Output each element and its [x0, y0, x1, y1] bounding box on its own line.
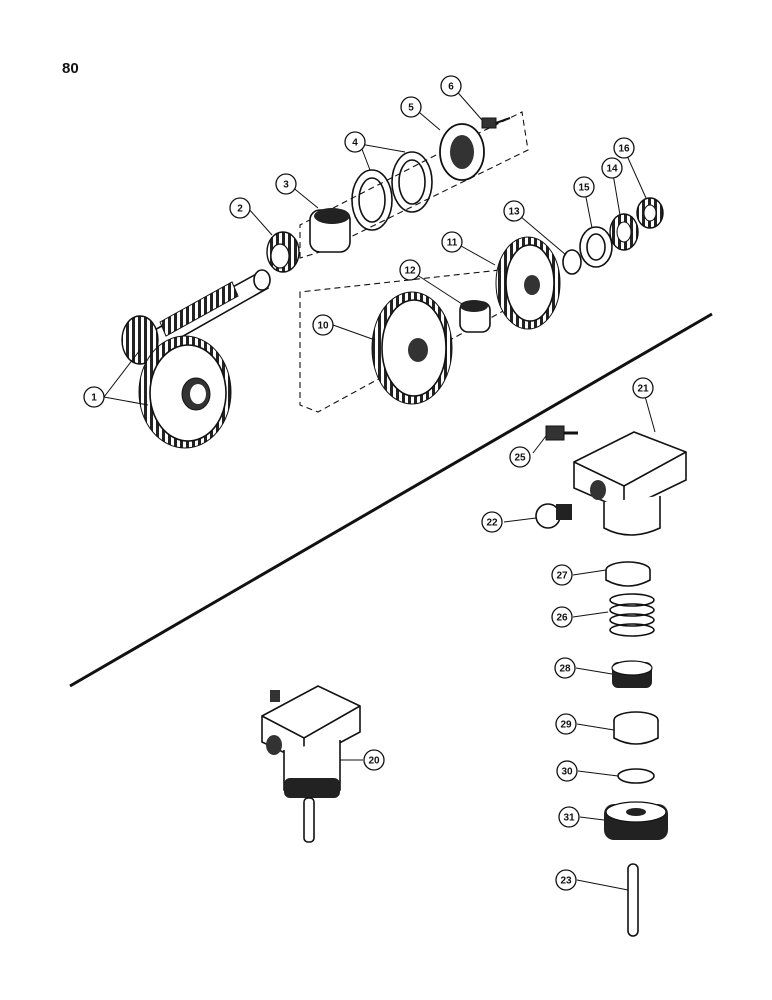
part-15-bearing-cup — [579, 226, 613, 268]
callout: 3 — [275, 173, 297, 195]
callout: 13 — [503, 200, 525, 222]
page-number: 80 — [62, 60, 79, 77]
part-22-plug — [535, 503, 572, 529]
callout: 15 — [573, 176, 595, 198]
callout: 11 — [441, 231, 463, 253]
svg-text:23: 23 — [560, 876, 572, 887]
part-26-spring — [609, 593, 655, 637]
callout: 21 — [632, 377, 654, 399]
part-11-medium-gear — [495, 236, 561, 330]
svg-text:2: 2 — [237, 204, 243, 215]
svg-text:10: 10 — [317, 321, 329, 332]
callouts: 1 2 3 4 5 6 10 11 12 13 14 15 16 21 25 2… — [83, 75, 654, 891]
callout: 27 — [551, 564, 573, 586]
part-21-valve-body — [573, 431, 687, 536]
callout: 31 — [558, 806, 580, 828]
part-12-bushing — [459, 300, 491, 333]
callout: 14 — [601, 157, 623, 179]
svg-text:3: 3 — [283, 180, 289, 191]
svg-text:30: 30 — [561, 767, 573, 778]
part-25-fitting — [545, 425, 578, 441]
part-28-bearing — [611, 660, 653, 688]
part-14-bearing-cone — [609, 213, 639, 251]
section-divider — [69, 312, 713, 688]
callout: 26 — [551, 606, 573, 628]
part-1-shaft-and-gear — [121, 269, 271, 449]
svg-text:26: 26 — [556, 613, 568, 624]
callout: 29 — [555, 713, 577, 735]
part-23-pin — [627, 863, 639, 937]
part-3-bearing-cup — [309, 208, 351, 253]
svg-text:22: 22 — [486, 518, 498, 529]
part-29-cup — [613, 711, 659, 745]
svg-text:28: 28 — [559, 664, 571, 675]
callout: 10 — [312, 314, 334, 336]
svg-text:6: 6 — [448, 82, 454, 93]
part-4-shims — [351, 151, 433, 231]
part-6-capscrew — [481, 117, 511, 129]
part-31-bearing — [604, 801, 668, 840]
svg-text:11: 11 — [447, 238, 458, 249]
svg-text:12: 12 — [404, 266, 416, 277]
svg-text:1: 1 — [91, 393, 97, 404]
svg-text:4: 4 — [352, 138, 358, 149]
svg-text:15: 15 — [578, 183, 590, 194]
callout: 25 — [509, 446, 531, 468]
callout: 16 — [613, 137, 635, 159]
svg-text:16: 16 — [618, 144, 630, 155]
callout: 12 — [399, 259, 421, 281]
callout: 2 — [229, 197, 251, 219]
svg-text:25: 25 — [514, 453, 526, 464]
callout: 5 — [400, 96, 422, 118]
svg-text:29: 29 — [560, 720, 572, 731]
svg-text:20: 20 — [368, 756, 380, 767]
svg-text:31: 31 — [563, 813, 575, 824]
callout: 6 — [440, 75, 462, 97]
svg-text:21: 21 — [637, 384, 649, 395]
part-27-cap — [605, 561, 651, 587]
callout: 20 — [363, 749, 385, 771]
callout: 1 — [83, 386, 105, 408]
callout: 23 — [555, 869, 577, 891]
part-20-valve-assembly — [261, 685, 361, 843]
svg-text:5: 5 — [408, 103, 414, 114]
callout: 22 — [481, 511, 503, 533]
part-2-bearing-cone — [266, 231, 300, 273]
svg-text:27: 27 — [556, 571, 568, 582]
svg-text:14: 14 — [606, 164, 618, 175]
part-16-nut — [636, 197, 664, 229]
part-5-retainer — [439, 123, 485, 181]
callout: 28 — [554, 657, 576, 679]
part-13-snap-ring — [562, 249, 582, 275]
svg-text:13: 13 — [508, 207, 520, 218]
callout: 30 — [556, 760, 578, 782]
callout: 4 — [344, 131, 366, 153]
part-10-large-gear — [371, 291, 453, 405]
part-30-snap-ring — [617, 768, 655, 784]
